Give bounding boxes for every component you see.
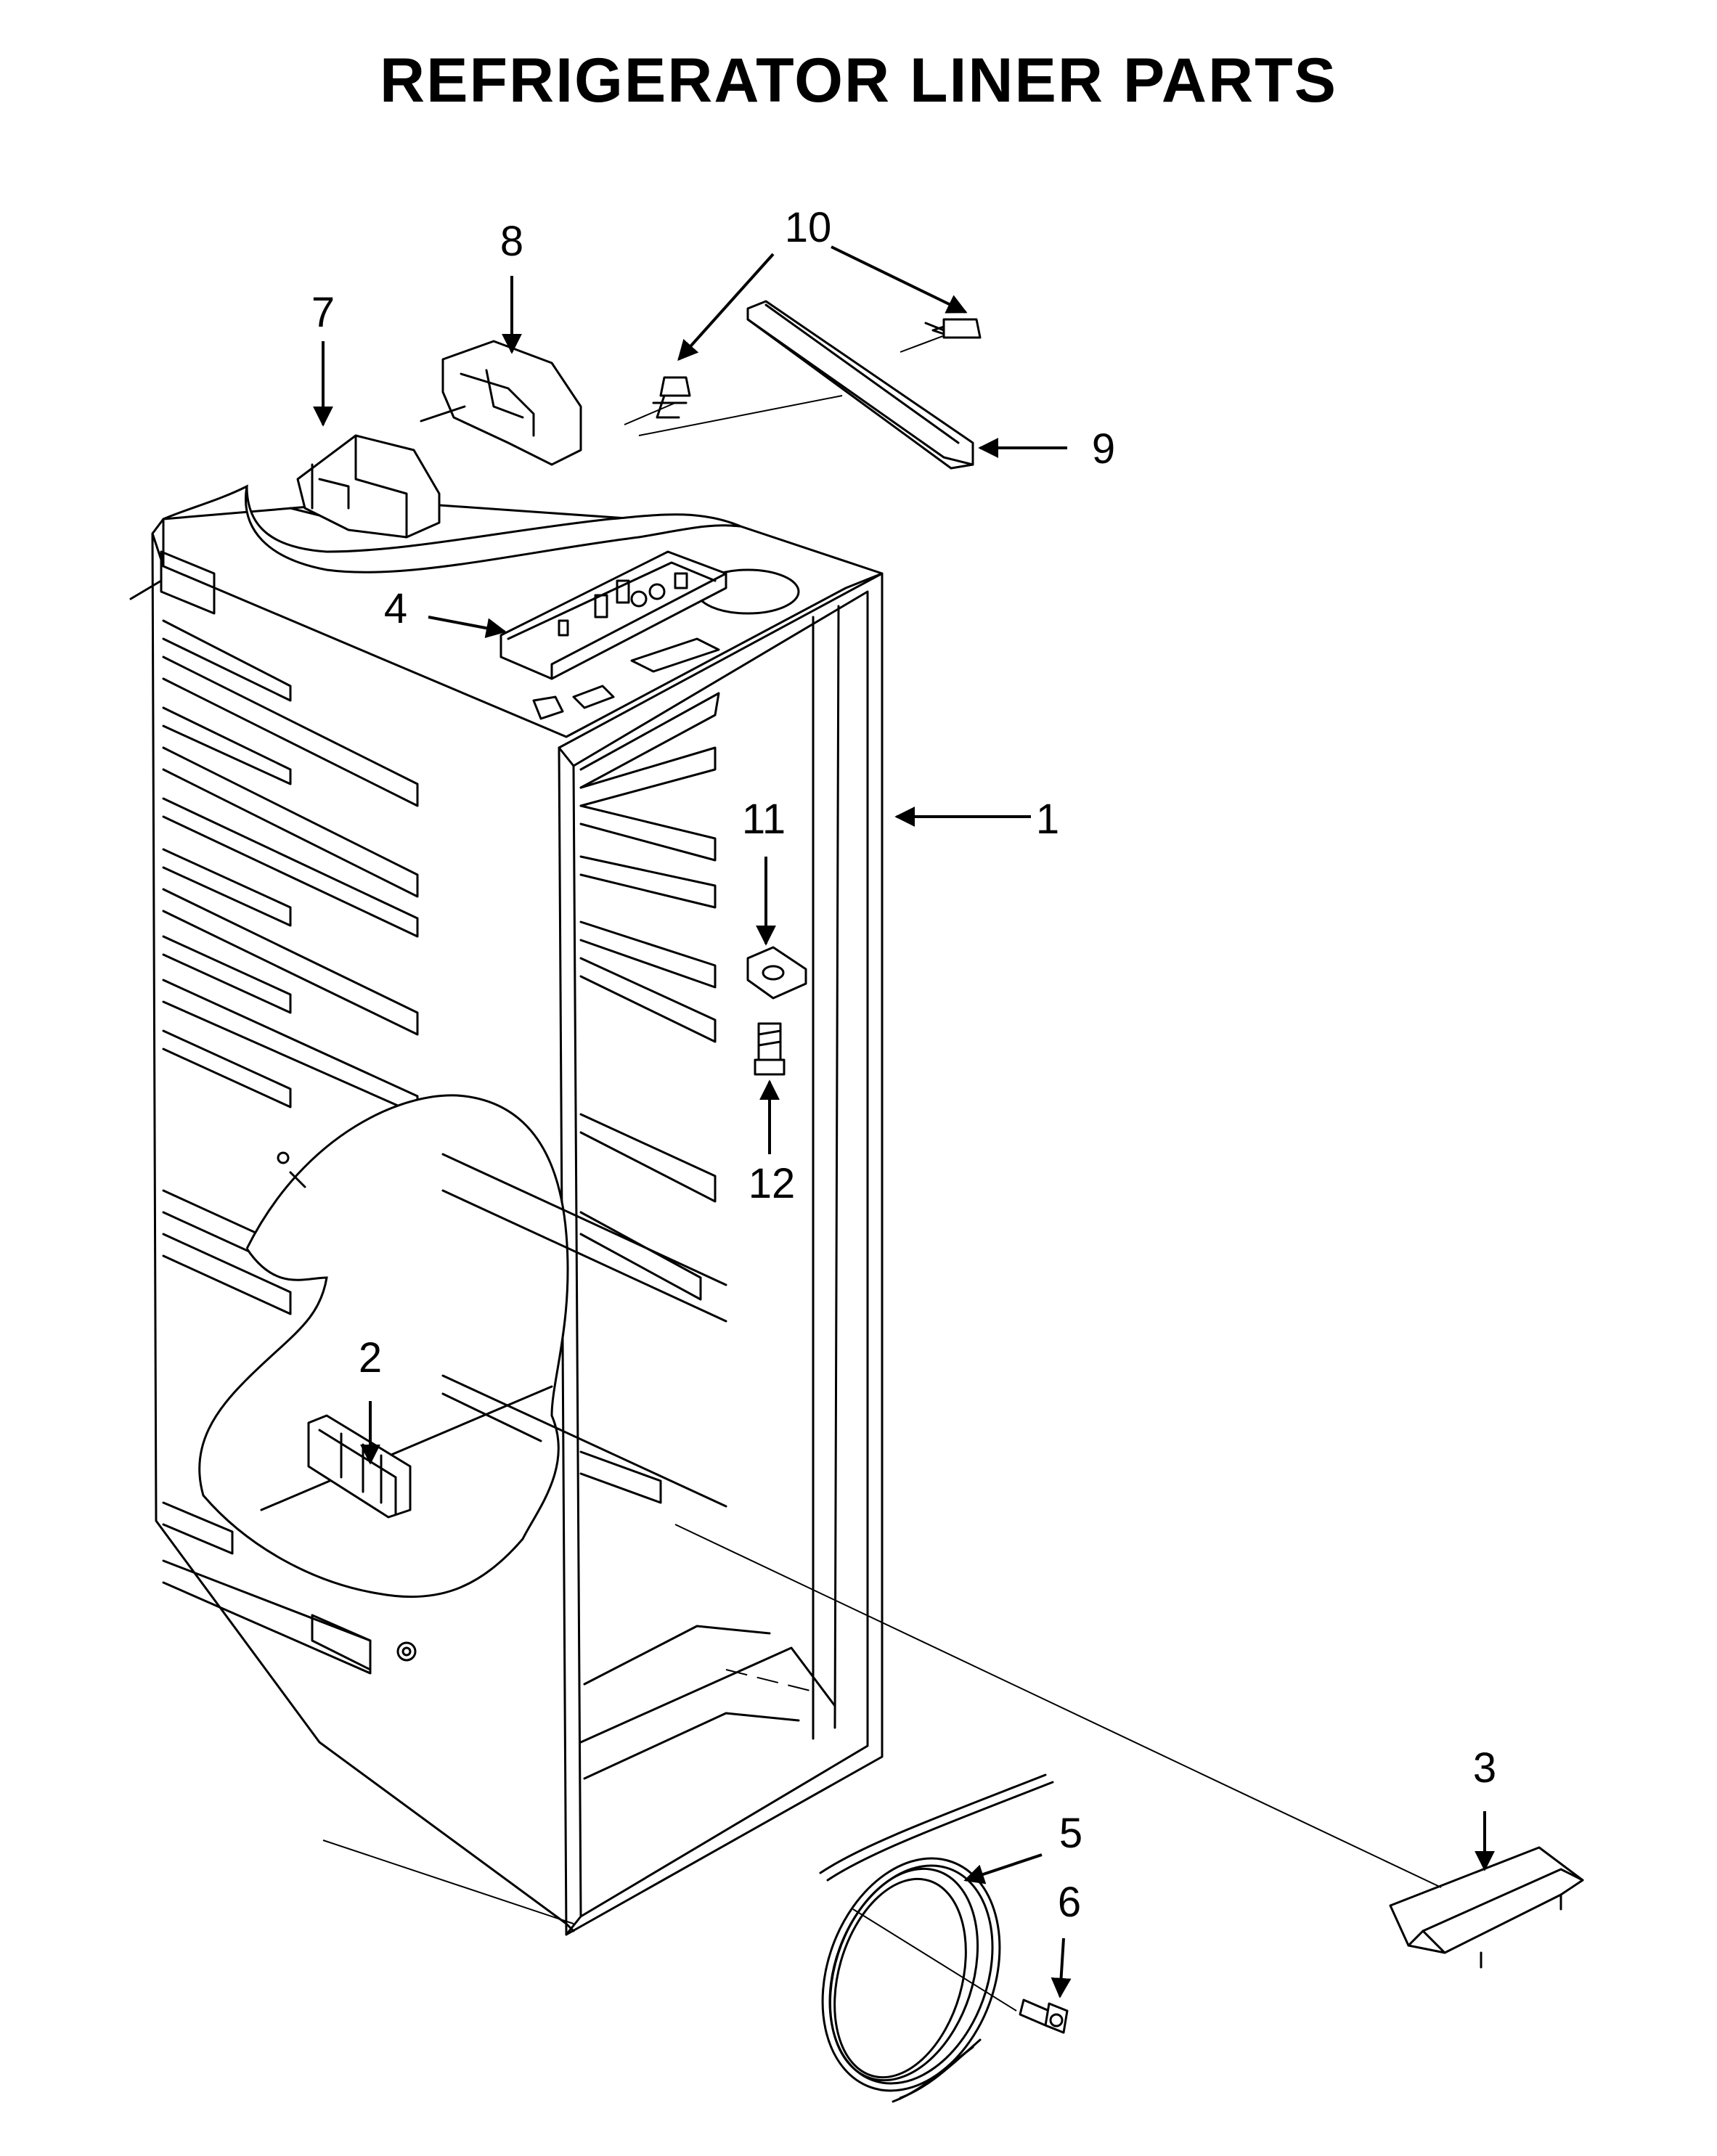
callout-8: 8	[500, 218, 523, 265]
part-6-screw[interactable]	[1019, 1998, 1069, 2034]
page-title: REFRIGERATOR LINER PARTS	[380, 46, 1337, 115]
part-4-control-board[interactable]	[499, 550, 727, 680]
leader-6	[1051, 1937, 1072, 1998]
callout-5: 5	[1059, 1810, 1082, 1857]
callout-4: 4	[384, 585, 407, 632]
leader-lines	[313, 245, 1495, 1998]
part-11-clip[interactable]	[746, 946, 807, 1000]
part-3-cover[interactable]	[674, 1524, 1584, 1969]
leader-10b	[831, 245, 968, 314]
callout-10: 10	[785, 204, 832, 251]
leader-4	[428, 616, 507, 639]
leader-10a	[677, 253, 775, 362]
cutaway-lower	[198, 1094, 569, 1598]
callout-9: 9	[1092, 425, 1115, 473]
refrigerator-liner[interactable]	[129, 395, 884, 1936]
callout-11: 11	[742, 796, 786, 843]
callout-6: 6	[1058, 1879, 1081, 1926]
part-10-screw-a[interactable]	[652, 376, 691, 419]
callout-2: 2	[359, 1334, 382, 1381]
callout-12: 12	[749, 1160, 796, 1207]
part-7-housing[interactable]	[289, 434, 441, 539]
part-2-cover[interactable]	[307, 1414, 412, 1519]
part-10-screw-b[interactable]	[924, 318, 982, 339]
part-5-tubing-coil[interactable]	[792, 1773, 1054, 2115]
callout-labels: 1 2 3 4 5 6 7 8 9 10 11 12	[311, 204, 1496, 1926]
part-8-bracket[interactable]	[420, 340, 676, 466]
cutaway-top	[163, 484, 741, 573]
part-12-screw[interactable]	[754, 1022, 786, 1076]
leader-5	[963, 1853, 1043, 1885]
part-9-rail[interactable]	[746, 300, 974, 470]
callout-3: 3	[1473, 1744, 1496, 1792]
callout-1: 1	[1036, 796, 1059, 843]
callout-7: 7	[311, 289, 335, 336]
